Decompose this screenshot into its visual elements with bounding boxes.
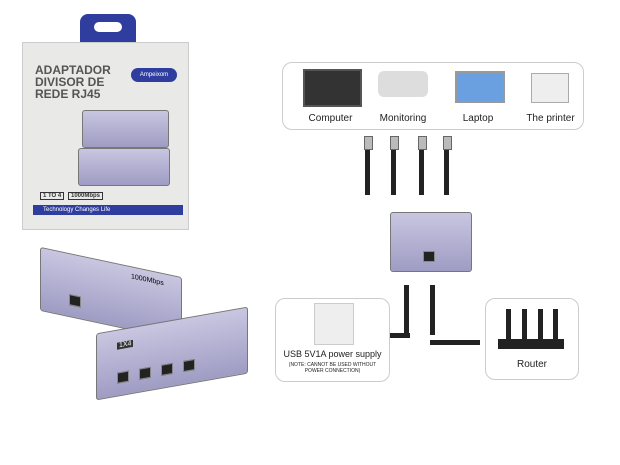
rj45-port — [423, 251, 435, 262]
laptop-icon — [455, 71, 505, 103]
label-laptop: Laptop — [462, 113, 494, 124]
package-tagline: Technology Changes Life — [33, 205, 183, 215]
rj45-port — [139, 366, 151, 380]
devices-panel: Computer Monitoring Laptop The printer — [282, 62, 584, 130]
device-model-label: 1000Mbps — [131, 273, 164, 288]
power-note: (NOTE: CANNOT BE USED WITHOUT POWER CONN… — [288, 362, 377, 374]
package-tag-ports: 1 TO 4 — [40, 192, 65, 200]
package-device-image-lower — [78, 148, 170, 186]
package-tag-speed: 1000Mbps — [68, 192, 104, 200]
router-icon — [498, 309, 564, 349]
wall-socket-icon — [314, 303, 354, 345]
ethernet-cable — [391, 150, 396, 195]
printer-icon — [531, 73, 569, 103]
package-title: ADAPTADOR DIVISOR DE REDE RJ45 — [35, 63, 111, 101]
ethernet-cable — [444, 150, 449, 195]
computer-icon — [303, 69, 362, 107]
label-monitoring: Monitoring — [379, 113, 427, 124]
usb-cable-end — [380, 333, 410, 338]
power-supply-label: USB 5V1A power supply — [283, 349, 382, 359]
camera-icon — [378, 71, 428, 97]
rj45-port — [117, 370, 129, 384]
usb-cable — [404, 285, 409, 335]
rj45-port — [183, 358, 195, 373]
splitter-hub — [390, 212, 472, 272]
device-badge: 1X4 — [117, 339, 134, 350]
ethernet-plug — [443, 136, 452, 150]
ethernet-uplink-cable — [430, 285, 435, 335]
power-supply-panel: USB 5V1A power supply (NOTE: CANNOT BE U… — [275, 298, 390, 382]
ethernet-cable — [365, 150, 370, 195]
package-device-image — [82, 110, 169, 148]
rj45-port — [161, 362, 173, 376]
label-printer: The printer — [526, 113, 575, 124]
router-panel: Router — [485, 298, 579, 380]
ethernet-cable — [419, 150, 424, 195]
router-label: Router — [516, 359, 547, 370]
ethernet-plug — [390, 136, 399, 150]
brand-logo: Ampeixom — [131, 68, 177, 82]
rj45-port — [69, 294, 81, 308]
ethernet-plug — [364, 136, 373, 150]
ethernet-plug — [418, 136, 427, 150]
ethernet-uplink-end — [430, 340, 480, 345]
label-computer: Computer — [308, 113, 353, 124]
